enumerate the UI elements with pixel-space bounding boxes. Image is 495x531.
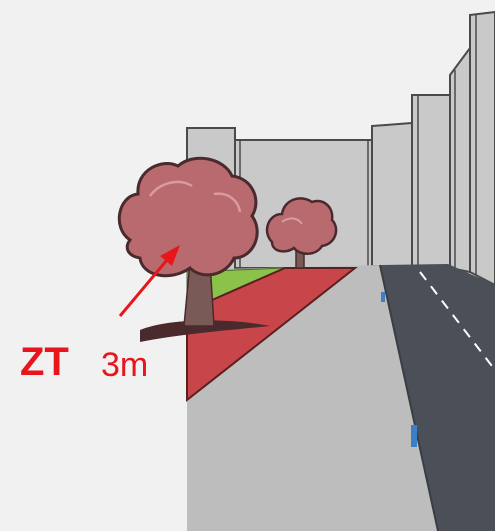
curb-marker [411, 425, 417, 447]
curb-marker [381, 292, 385, 302]
distance-label: 3m [101, 348, 148, 382]
zone-label: ZT [20, 342, 69, 382]
buildings-right [412, 12, 495, 285]
